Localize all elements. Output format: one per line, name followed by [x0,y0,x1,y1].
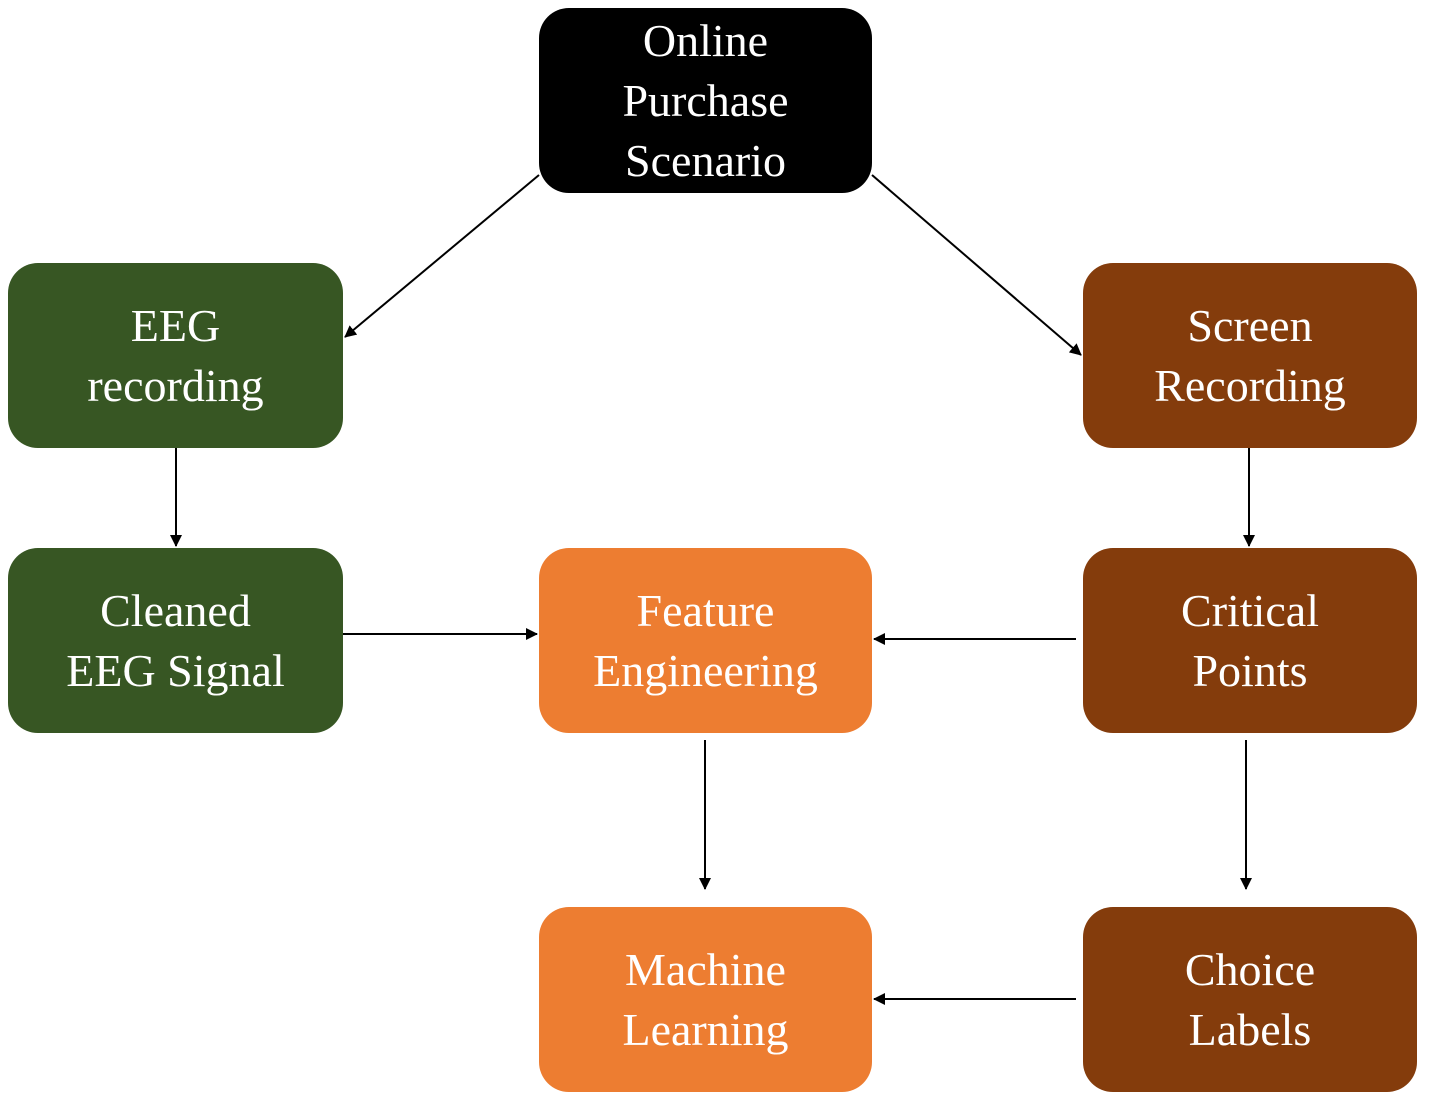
node-label-line: Learning [622,1003,789,1055]
node-label-line: Engineering [593,644,818,696]
node-label-line: Machine [625,943,786,995]
node-label-line: Recording [1154,359,1346,411]
node-critical-points: Critical Points [1083,548,1417,733]
node-screen-recording: Screen Recording [1083,263,1417,448]
node-label-line: EEG Signal [66,644,285,696]
node-cleaned-eeg-signal: Cleaned EEG Signal [8,548,343,733]
node-label-line: Feature [636,584,775,636]
node-label-line: Purchase [622,74,789,126]
node-feature-engineering: Feature Engineering [539,548,872,733]
node-label-line: EEG [130,299,221,351]
node-label-line: Critical [1181,584,1319,636]
node-choice-labels: Choice Labels [1083,907,1417,1092]
edge-start-to-screen [871,174,1082,356]
node-label-line: Screen [1187,299,1313,351]
node-label-line: Choice [1184,943,1316,995]
node-label-line: Online [642,14,769,66]
node-eeg-recording: EEG recording [8,263,343,448]
node-label-line: Scenario [625,134,786,186]
node-online-purchase-scenario: Online Purchase Scenario [539,8,872,193]
node-label-line: recording [87,359,264,411]
node-machine-learning: Machine Learning [539,907,872,1092]
node-label-line: Labels [1188,1003,1312,1055]
edge-start-to-eeg [344,174,540,338]
node-label-line: Cleaned [100,584,251,636]
node-label-line: Points [1192,644,1308,696]
